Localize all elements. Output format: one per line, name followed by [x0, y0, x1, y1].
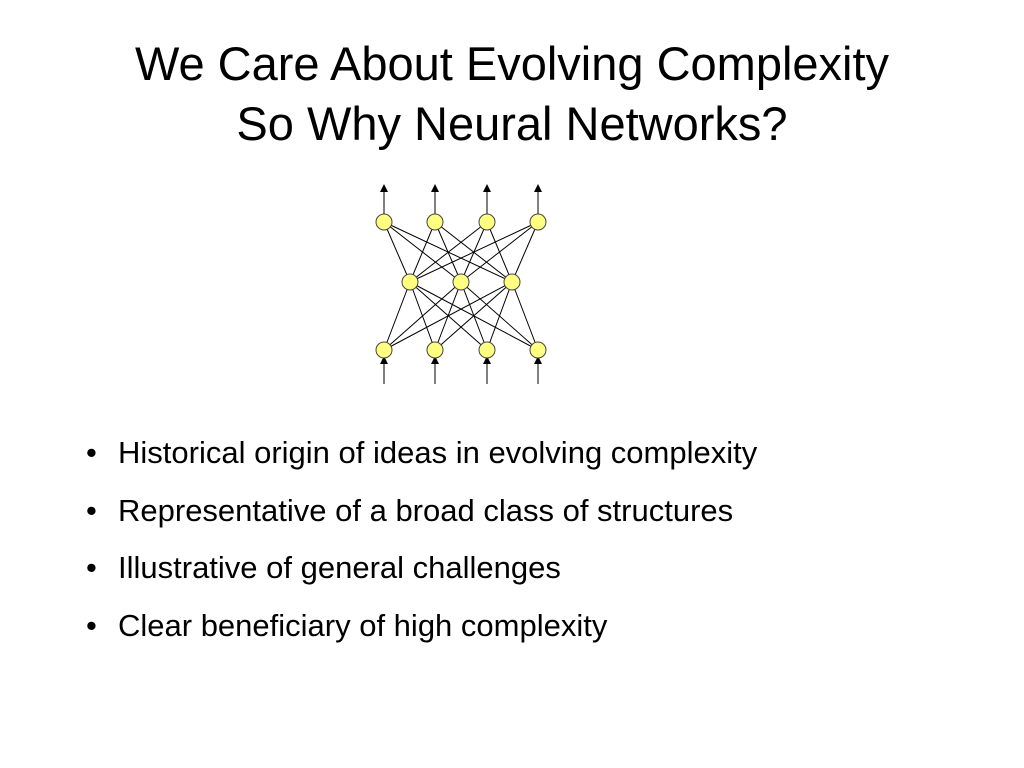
connection-lines [383, 221, 539, 351]
hidden-node [452, 273, 470, 291]
edge-input-hidden [486, 281, 513, 351]
input-node [529, 341, 547, 359]
edge-hidden-output [511, 221, 539, 283]
edge-hidden-output [383, 221, 513, 283]
bullet-item-2: • Representative of a broad class of str… [70, 482, 757, 540]
neural-network-svg [375, 184, 547, 384]
bullet-item-4: • Clear beneficiary of high complexity [70, 597, 757, 655]
input-node [426, 341, 444, 359]
bullet-icon: • [86, 492, 97, 528]
title-line-2: So Why Neural Networks? [236, 97, 788, 150]
slide-title: We Care About Evolving Complexity So Why… [0, 34, 1024, 154]
edge-input-hidden [383, 281, 462, 351]
bullet-icon: • [86, 550, 97, 585]
input-node [478, 341, 496, 359]
edge-hidden-output [383, 221, 411, 283]
edge-hidden-output [486, 221, 513, 283]
nodes [375, 213, 547, 359]
edge-input-hidden [383, 281, 513, 351]
bullet-icon: • [86, 435, 97, 470]
bullet-item-1: • Historical origin of ideas in evolving… [70, 424, 757, 482]
output-node [375, 213, 393, 231]
output-node [426, 213, 444, 231]
bullet-list: • Historical origin of ideas in evolving… [70, 424, 757, 654]
edge-input-hidden [511, 281, 539, 351]
neural-network-diagram [360, 180, 560, 390]
bullet-item-3: • Illustrative of general challenges [70, 539, 757, 597]
edge-hidden-output [383, 221, 462, 283]
title-line-1: We Care About Evolving Complexity [134, 37, 890, 90]
arrows [380, 184, 542, 384]
input-node [375, 341, 393, 359]
edge-input-hidden [383, 281, 411, 351]
bullet-text-2: Representative of a broad class of struc… [118, 492, 734, 528]
bullet-text-1: Historical origin of ideas in evolving c… [118, 435, 758, 470]
bullet-text-3: Illustrative of general challenges [118, 550, 561, 585]
bullet-text-4: Clear beneficiary of high complexity [118, 607, 608, 643]
edge-input-hidden [434, 281, 513, 351]
edge-hidden-output [434, 221, 513, 283]
hidden-node [401, 273, 419, 291]
bullet-icon: • [86, 607, 97, 643]
output-node [478, 213, 496, 231]
hidden-node [503, 273, 521, 291]
output-node [529, 213, 547, 231]
